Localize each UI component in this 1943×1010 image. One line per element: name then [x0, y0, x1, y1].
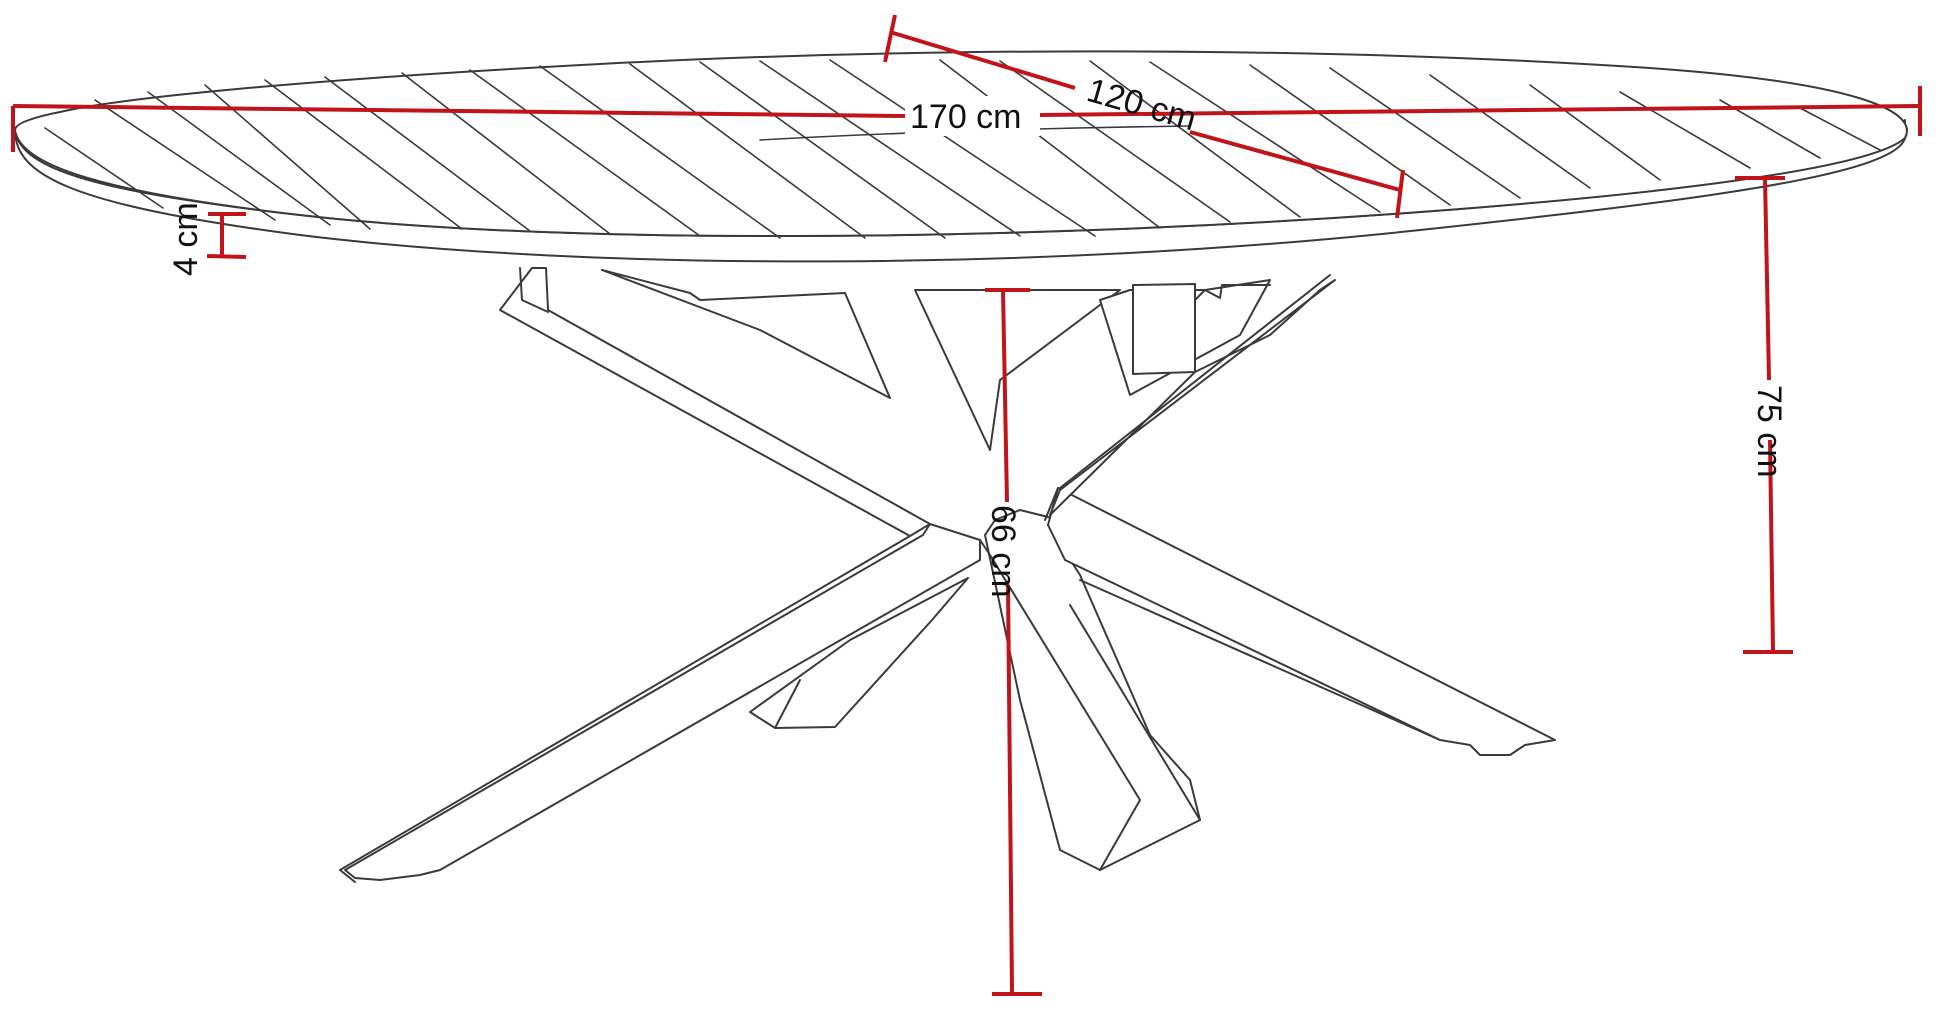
dimension-length-label: 170 cm [910, 98, 1022, 136]
dimension-thickness-label: 4 cm [167, 202, 205, 276]
dimension-leg-clearance [985, 288, 1042, 996]
dimension-width [883, 14, 1405, 219]
tabletop [14, 50, 1908, 263]
table-legs [339, 267, 1556, 883]
dimension-total-height-label: 75 cm [1750, 385, 1788, 478]
dimension-leg-clearance-label: 66 cm [984, 505, 1022, 598]
dimension-thickness [206, 212, 247, 259]
dimension-total-height [1735, 176, 1793, 654]
dimension-length [11, 86, 1922, 152]
